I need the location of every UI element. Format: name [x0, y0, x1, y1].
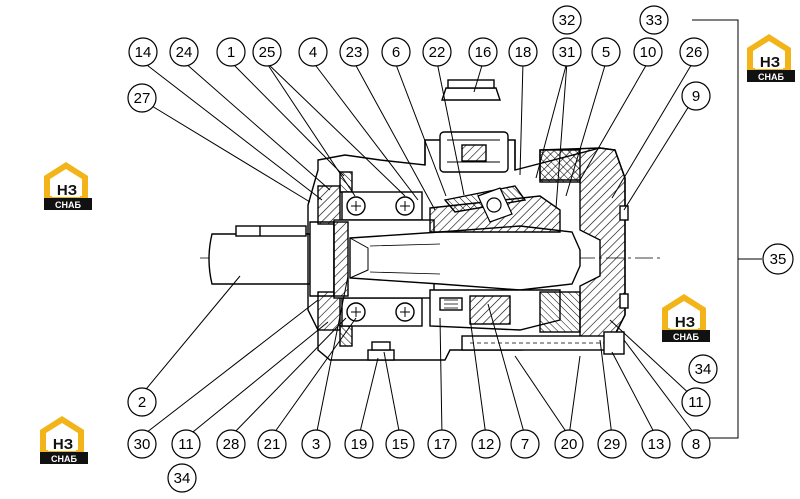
- callout-label: 35: [770, 251, 787, 268]
- callout-label: 12: [478, 436, 495, 453]
- callout-12: 12: [471, 429, 501, 459]
- part-callouts: 14 24 1 25 4 23 6 22 16 18 32 31 33 5 10…: [127, 5, 794, 493]
- logo-top-text: НЗ: [57, 182, 77, 199]
- callout-11-left: 11: [171, 429, 201, 459]
- callout-29: 29: [597, 429, 627, 459]
- callout-label: 32: [559, 12, 576, 29]
- callout-label: 9: [692, 88, 700, 105]
- callout-label: 7: [521, 436, 529, 453]
- callout-8: 8: [681, 429, 711, 459]
- callout-18: 18: [508, 37, 538, 67]
- breather-cap: [441, 87, 501, 101]
- callout-label: 17: [434, 436, 451, 453]
- callout-11-right: 11: [681, 387, 711, 417]
- callout-label: 21: [264, 436, 281, 453]
- callout-label: 24: [176, 44, 193, 61]
- callout-label: 5: [602, 44, 610, 61]
- callout-label: 34: [174, 470, 191, 487]
- callout-label: 27: [134, 90, 151, 107]
- callout-24: 24: [169, 37, 199, 67]
- callout-label: 20: [561, 436, 578, 453]
- callout-13: 13: [641, 429, 671, 459]
- callout-28: 28: [216, 429, 246, 459]
- drain-plug: [367, 341, 395, 361]
- callout-19: 19: [344, 429, 374, 459]
- input-shaft: [208, 221, 335, 297]
- pump-cross-section: [200, 79, 660, 361]
- callout-20: 20: [554, 429, 584, 459]
- watermark-logo-left: НЗ СНАБ: [44, 162, 92, 210]
- callout-label: 34: [695, 361, 712, 378]
- leader-lines: [141, 19, 762, 439]
- callout-6: 6: [381, 37, 411, 67]
- callout-label: 26: [686, 44, 703, 61]
- callout-17: 17: [427, 429, 457, 459]
- callout-32: 32: [552, 5, 582, 35]
- front-bearing-upper: [341, 191, 423, 221]
- callout-1: 1: [216, 37, 246, 67]
- callout-label: 11: [688, 394, 704, 411]
- callout-7: 7: [510, 429, 540, 459]
- callout-26: 26: [679, 37, 709, 67]
- callout-4: 4: [298, 37, 328, 67]
- callout-label: 13: [648, 436, 665, 453]
- callout-label: 18: [515, 44, 532, 61]
- watermark-logo-center-right: НЗ СНАБ: [662, 294, 710, 342]
- callout-33: 33: [639, 5, 669, 35]
- seal-housing-lower: [317, 291, 341, 331]
- callout-label: 14: [135, 44, 152, 61]
- callout-25: 25: [252, 37, 282, 67]
- callout-9: 9: [681, 81, 711, 111]
- callout-15: 15: [385, 429, 415, 459]
- callout-31: 31: [552, 37, 582, 67]
- callout-label: 10: [640, 44, 657, 61]
- callout-label: 16: [475, 44, 492, 61]
- callout-label: 23: [346, 44, 363, 61]
- callout-27: 27: [127, 83, 157, 113]
- callout-5: 5: [591, 37, 621, 67]
- callout-2: 2: [127, 387, 157, 417]
- callout-16: 16: [468, 37, 498, 67]
- callout-label: 1: [227, 44, 235, 61]
- callout-label: 2: [138, 394, 146, 411]
- callout-label: 33: [646, 12, 663, 29]
- callout-label: 22: [429, 44, 446, 61]
- callout-label: 15: [392, 436, 409, 453]
- callout-34-right: 34: [688, 354, 718, 384]
- front-bearing-lower: [341, 297, 423, 327]
- callout-label: 19: [351, 436, 368, 453]
- logo-bottom-text: СНАБ: [51, 454, 77, 464]
- callout-label: 31: [559, 44, 576, 61]
- callout-label: 8: [692, 436, 700, 453]
- callout-label: 11: [178, 436, 194, 453]
- watermark-logo-bottom-left: НЗ СНАБ: [40, 416, 88, 464]
- callout-label: 25: [259, 44, 276, 61]
- callout-label: 29: [604, 436, 621, 453]
- logo-bottom-text: СНАБ: [758, 72, 784, 82]
- callout-label: 28: [223, 436, 240, 453]
- callout-23: 23: [339, 37, 369, 67]
- tilted-pistons: [477, 187, 513, 223]
- watermark-logo-top-right: НЗ СНАБ: [747, 34, 795, 82]
- logo-bottom-text: СНАБ: [673, 332, 699, 342]
- callout-label: 30: [134, 436, 151, 453]
- logo-top-text: НЗ: [760, 54, 780, 71]
- callout-label: 4: [309, 44, 317, 61]
- callout-14: 14: [128, 37, 158, 67]
- logo-top-text: НЗ: [675, 314, 695, 331]
- callout-3: 3: [301, 429, 331, 459]
- cylinder-shaft: [349, 225, 581, 291]
- seal-housing-upper: [317, 185, 341, 225]
- callout-34-bottom: 34: [167, 463, 197, 493]
- callout-10: 10: [633, 37, 663, 67]
- callout-label: 3: [312, 436, 320, 453]
- callout-35: 35: [762, 243, 794, 275]
- callout-label: 6: [392, 44, 400, 61]
- callout-22: 22: [422, 37, 452, 67]
- logo-bottom-text: СНАБ: [55, 200, 81, 210]
- callout-30: 30: [127, 429, 157, 459]
- logo-top-text: НЗ: [53, 436, 73, 453]
- callout-21: 21: [257, 429, 287, 459]
